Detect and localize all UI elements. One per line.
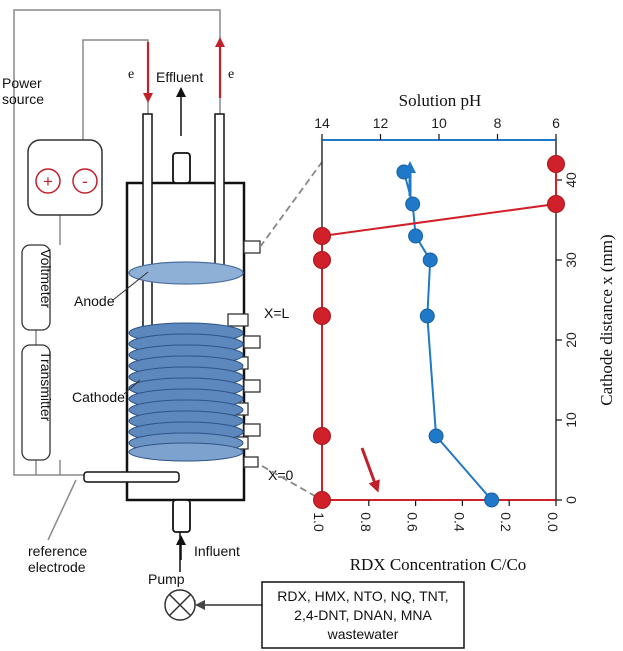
right-tick-label: 30 xyxy=(563,252,579,268)
influent-label: Influent xyxy=(194,543,240,559)
power-source-label-2: source xyxy=(2,91,44,107)
ph-data-point xyxy=(408,228,424,244)
pump-icon xyxy=(164,589,196,621)
svg-text:Voltmeter: Voltmeter xyxy=(38,249,54,308)
electron-label-right: e xyxy=(228,67,234,82)
anode-disc xyxy=(128,261,244,285)
rdx-data-point xyxy=(313,251,331,269)
bottom-tick-label: 0.4 xyxy=(451,512,467,532)
bottom-axis-title: RDX Concentration C/Co xyxy=(350,555,527,574)
top-tick-label: 8 xyxy=(494,115,502,131)
bottom-tick-label: 0.2 xyxy=(498,512,514,532)
top-tick-label: 12 xyxy=(373,115,389,131)
top-tick-label: 6 xyxy=(552,115,560,131)
wastewater-box: RDX, HMX, NTO, NQ, TNT, 2,4-DNT, DNAN, M… xyxy=(261,581,465,649)
rdx-series-line xyxy=(321,164,557,500)
cathode-label: Cathode xyxy=(72,389,125,405)
effluent-label: Effluent xyxy=(156,69,203,85)
reference-electrode xyxy=(83,471,180,483)
bottom-tick-label: 0.8 xyxy=(358,512,374,532)
ph-data-point xyxy=(419,308,435,324)
svg-text:2,4-DNT, DNAN, MNA: 2,4-DNT, DNAN, MNA xyxy=(294,607,432,623)
top-axis-title: Solution pH xyxy=(399,91,482,110)
voltmeter: Voltmeter xyxy=(21,244,54,331)
ph-data-point xyxy=(428,428,444,444)
pump-label: Pump xyxy=(148,571,185,587)
rdx-data-point xyxy=(547,195,565,213)
power-source: + - xyxy=(27,139,103,216)
svg-text:Transmitter: Transmitter xyxy=(38,351,54,422)
electron-label-left: e xyxy=(128,67,134,82)
effluent-port xyxy=(172,152,191,184)
transmitter: Transmitter xyxy=(21,344,54,461)
ph-series-line xyxy=(402,171,493,501)
anode-label: Anode xyxy=(74,293,115,309)
right-tick-label: 10 xyxy=(563,412,579,428)
rdx-trend-arrow-icon xyxy=(360,447,380,493)
zoom-connector-bottom xyxy=(261,465,323,501)
ph-data-point xyxy=(422,252,438,268)
bottom-tick-label: 0.0 xyxy=(545,512,561,532)
positive-terminal-icon xyxy=(35,168,61,194)
bottom-tick-label: 1.0 xyxy=(311,512,327,532)
plus-sign: + xyxy=(43,172,53,191)
x-equals-l-label: X=L xyxy=(264,305,290,321)
right-tick-label: 0 xyxy=(563,496,579,504)
minus-sign: - xyxy=(82,172,88,191)
reference-electrode-label-1: reference xyxy=(28,543,87,559)
power-source-label-1: Power xyxy=(2,75,42,91)
rdx-data-point xyxy=(313,491,331,509)
ph-data-point xyxy=(484,492,500,508)
right-axis-title: Cathode distance x (mm) xyxy=(597,234,616,405)
right-tick-label: 40 xyxy=(563,172,579,188)
top-tick-label: 14 xyxy=(314,115,330,131)
rdx-data-point xyxy=(313,427,331,445)
rdx-data-point xyxy=(313,227,331,245)
reactor-vessel xyxy=(83,113,261,533)
reference-electrode-label-2: electrode xyxy=(28,559,86,575)
negative-terminal-icon xyxy=(72,168,98,194)
right-tick-label: 20 xyxy=(563,332,579,348)
rdx-data-point xyxy=(547,155,565,173)
top-tick-label: 10 xyxy=(431,115,447,131)
bottom-tick-label: 0.6 xyxy=(405,512,421,532)
svg-text:wastewater: wastewater xyxy=(327,626,399,642)
ph-rdx-profile-chart: Solution pH RDX Concentration C/Co Catho… xyxy=(311,91,616,574)
ph-data-point xyxy=(405,196,421,212)
influent-port xyxy=(172,499,191,533)
plot-frame xyxy=(321,139,557,501)
rdx-data-point xyxy=(313,307,331,325)
svg-text:RDX, HMX, NTO, NQ, TNT,: RDX, HMX, NTO, NQ, TNT, xyxy=(277,588,448,604)
zoom-connector-top xyxy=(259,161,323,248)
x-equals-0-label: X=0 xyxy=(268,467,294,483)
cathode-coil xyxy=(128,322,244,462)
